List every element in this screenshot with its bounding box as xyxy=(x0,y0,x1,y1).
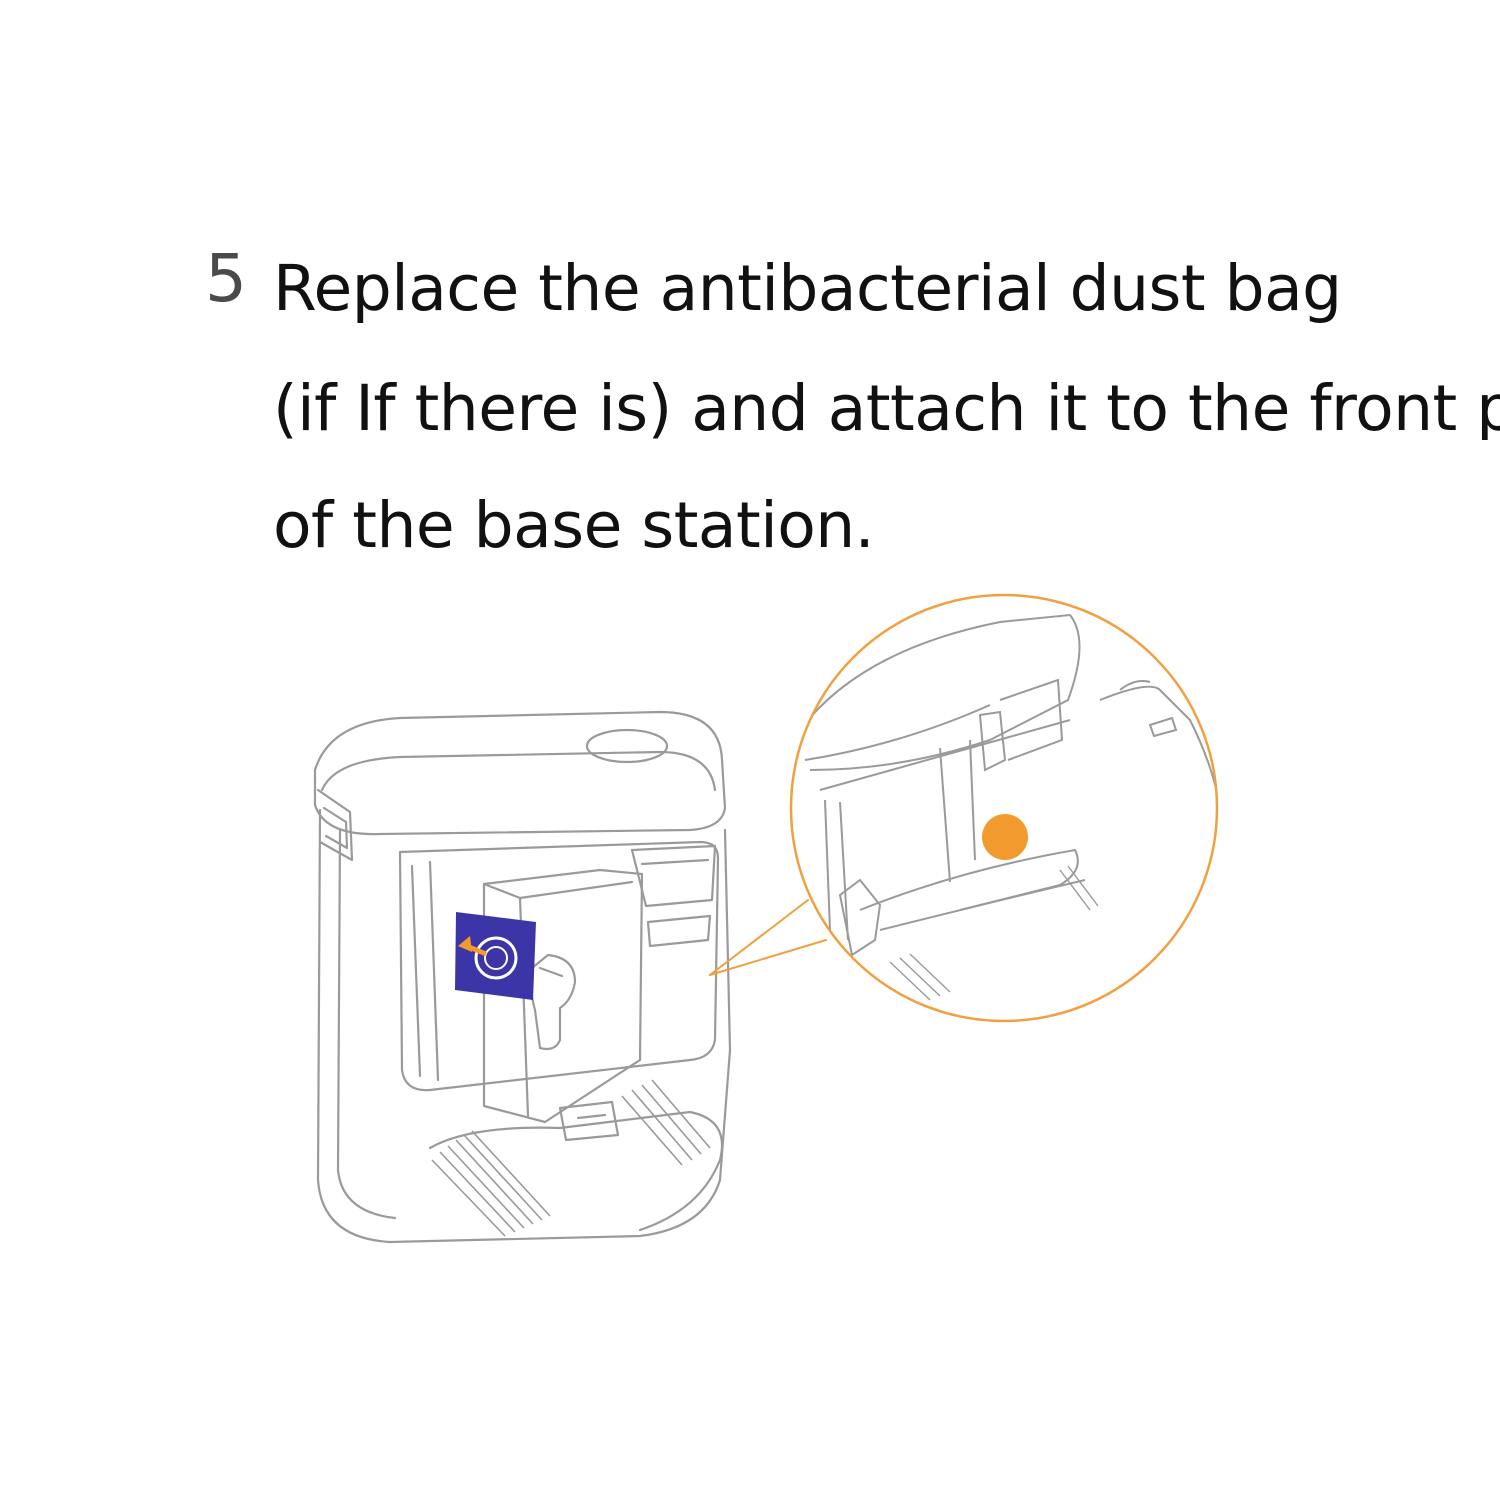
instruction-line-3: of the base station. xyxy=(273,489,875,562)
instruction-line-2: (if If there is) and attach it to the fr… xyxy=(273,377,1500,440)
base-tray xyxy=(558,1100,620,1142)
callout-connector xyxy=(709,939,827,976)
lid-button xyxy=(585,728,669,764)
callout-highlight-dot xyxy=(982,814,1028,860)
step-number: 5 xyxy=(205,240,247,317)
station-lid xyxy=(313,710,727,836)
dust-bag xyxy=(482,868,644,1124)
magnified-callout xyxy=(789,593,1219,1023)
callout-detail xyxy=(799,613,1216,957)
side-handle xyxy=(316,788,354,862)
vent-hatching xyxy=(431,1079,711,1237)
hand xyxy=(529,953,577,1051)
orange-arrow-icon xyxy=(458,936,472,952)
station-body xyxy=(316,808,732,1244)
instruction-line-1: Replace the antibacterial dust bag xyxy=(273,252,1342,325)
bag-card xyxy=(455,912,536,1000)
